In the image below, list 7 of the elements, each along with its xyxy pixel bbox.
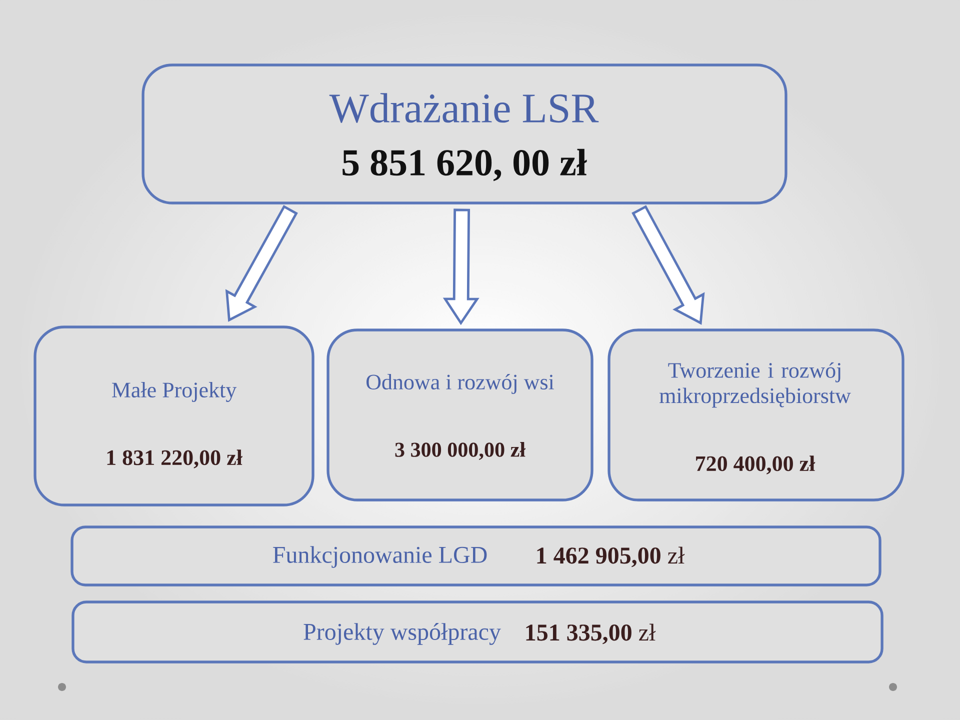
budget-box: Małe Projekty 1 831 220,00 zł bbox=[34, 326, 314, 506]
block-arrow bbox=[442, 208, 480, 326]
title-box: Wdrażanie LSR 5 851 620, 00 zł bbox=[142, 64, 788, 204]
budget-bar: Funkcjonowanie LGD 1 462 905,00 zł bbox=[70, 526, 882, 586]
budget-box: Odnowa i rozwój wsi 3 300 000,00 zł bbox=[326, 328, 594, 502]
budget-bar: Projekty współpracy 151 335,00 zł bbox=[72, 600, 884, 664]
budget-box: Tworzenie i rozwój mikroprzedsiębiorstw 720 400,00 zł bbox=[608, 328, 904, 502]
